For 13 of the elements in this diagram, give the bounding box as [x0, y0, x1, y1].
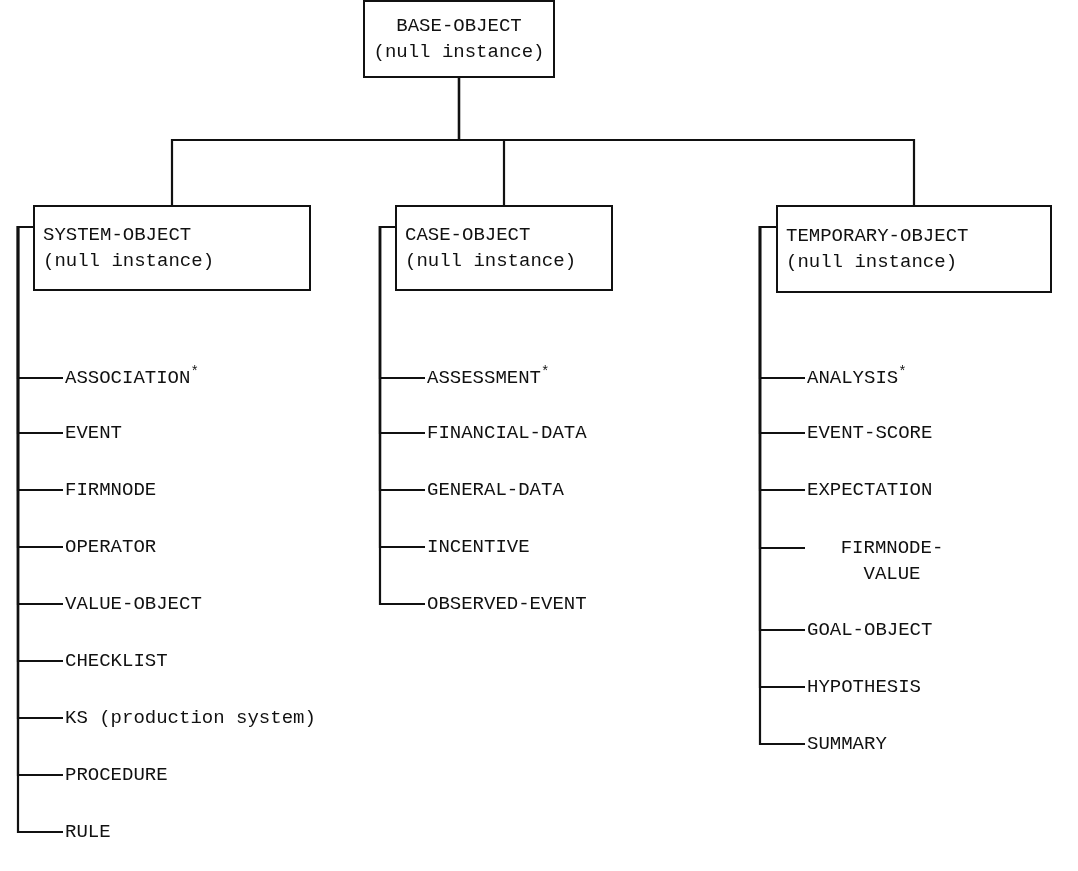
class-label: (null instance) [405, 249, 577, 274]
class-label: TEMPORARY-OBJECT [786, 224, 969, 249]
class-label: (null instance) [786, 250, 958, 275]
class-box [33, 205, 311, 291]
connector-line [457, 78, 916, 205]
class-label: (null instance) [43, 249, 215, 274]
class-box [776, 205, 1052, 293]
class-label: CASE-OBJECT [405, 223, 531, 248]
class-label: (null instance) [373, 40, 545, 65]
class-label: BASE-OBJECT [396, 14, 522, 39]
class-box [363, 0, 555, 78]
class-label: SYSTEM-OBJECT [43, 223, 192, 248]
class-box [395, 205, 613, 291]
